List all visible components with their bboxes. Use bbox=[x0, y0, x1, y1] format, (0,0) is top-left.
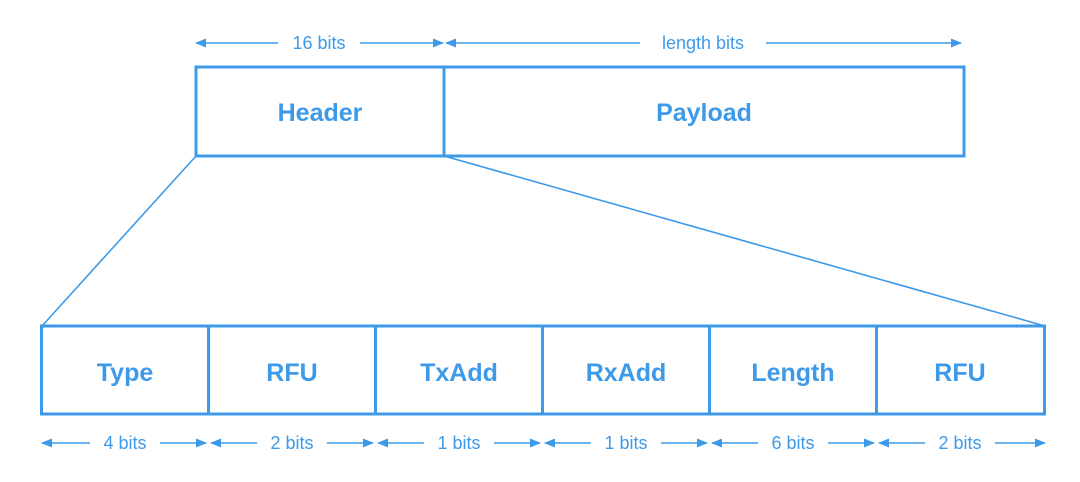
detail-width-label: 4 bits bbox=[103, 433, 146, 453]
detail-field-txadd: TxAdd bbox=[374, 324, 544, 416]
detail-field-label: RFU bbox=[266, 359, 317, 387]
header-field: Header bbox=[194, 65, 446, 158]
detail-dimensions: 4 bits 2 bits 1 bits 1 bits 6 bits 2 bit… bbox=[40, 433, 1047, 453]
detail-field-rfu-2: RFU bbox=[875, 324, 1046, 416]
detail-field-rxadd: RxAdd bbox=[541, 324, 711, 416]
detail-field-label: RFU bbox=[934, 359, 985, 387]
header-detail-row: Type RFU TxAdd RxAdd Length RFU bbox=[40, 324, 1046, 416]
dimension-rxadd-width: 1 bits bbox=[543, 433, 709, 453]
top-packet-row: 16 bits length bits Header Payload bbox=[194, 33, 966, 158]
dimension-rfu-2-width: 2 bits bbox=[877, 433, 1047, 453]
expansion-line-right bbox=[443, 155, 1046, 327]
detail-field-label: Length bbox=[751, 359, 834, 387]
header-field-label: Header bbox=[278, 99, 363, 127]
detail-width-label: 1 bits bbox=[437, 433, 480, 453]
payload-width-label: length bits bbox=[662, 33, 744, 53]
dimension-type-width: 4 bits bbox=[40, 433, 208, 453]
header-expansion-lines bbox=[41, 155, 1046, 327]
payload-field: Payload bbox=[442, 65, 966, 158]
dimension-rfu-1-width: 2 bits bbox=[209, 433, 375, 453]
dimension-txadd-width: 1 bits bbox=[376, 433, 542, 453]
detail-width-label: 2 bits bbox=[938, 433, 981, 453]
dimension-length-width: 6 bits bbox=[710, 433, 876, 453]
dimension-header-width: 16 bits bbox=[194, 33, 445, 53]
header-width-label: 16 bits bbox=[292, 33, 345, 53]
detail-width-label: 2 bits bbox=[270, 433, 313, 453]
detail-field-label: RxAdd bbox=[586, 359, 667, 387]
detail-field-label: TxAdd bbox=[420, 359, 498, 387]
detail-field-rfu-1: RFU bbox=[207, 324, 377, 416]
detail-field-type: Type bbox=[40, 324, 210, 416]
detail-field-label: Type bbox=[97, 359, 154, 387]
payload-field-label: Payload bbox=[656, 99, 752, 127]
detail-width-label: 6 bits bbox=[771, 433, 814, 453]
detail-field-length: Length bbox=[708, 324, 878, 416]
detail-width-label: 1 bits bbox=[604, 433, 647, 453]
expansion-line-left bbox=[41, 155, 197, 327]
dimension-payload-width: length bits bbox=[444, 33, 963, 53]
